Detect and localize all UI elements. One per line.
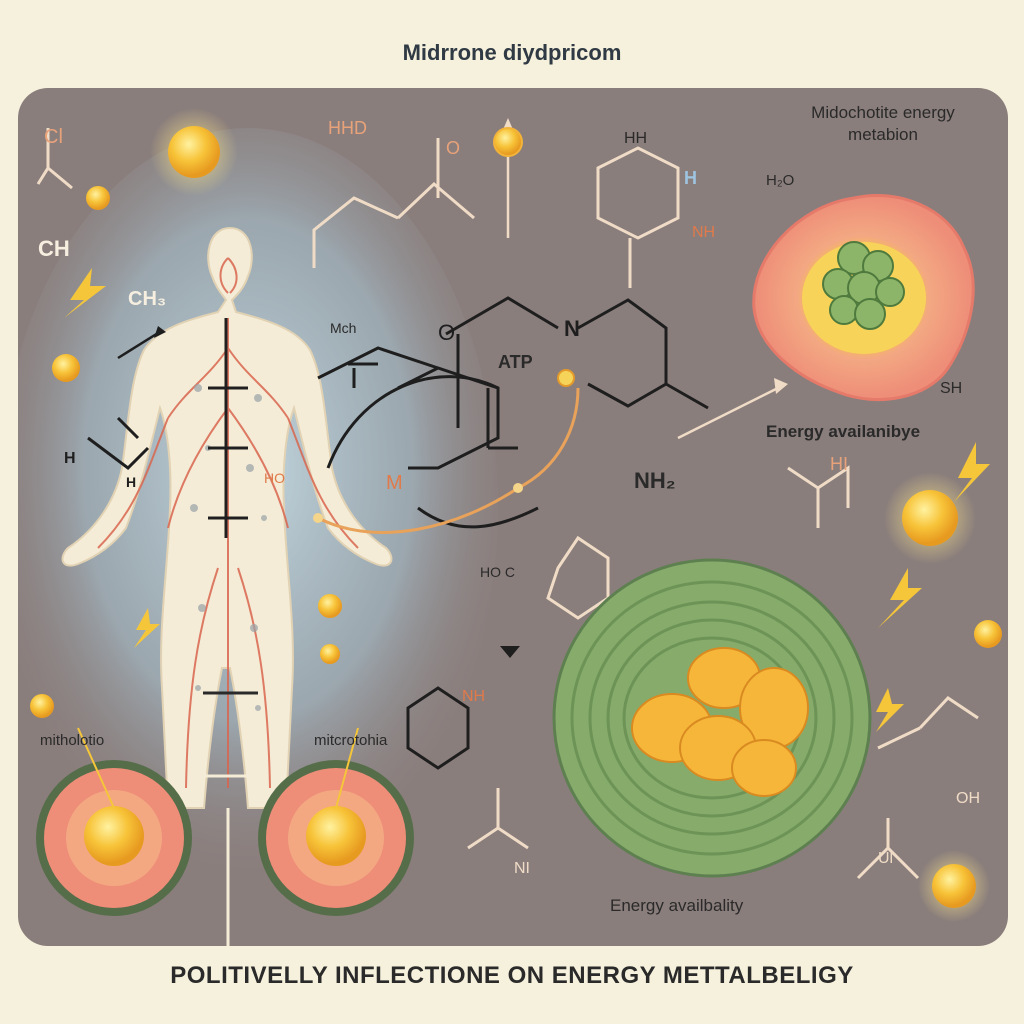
chem-label-m: M: [386, 472, 403, 494]
chem-label-nh2: NH₂: [634, 468, 676, 493]
chem-label-nh: NH: [692, 224, 716, 241]
chem-label-hi: HI: [830, 454, 848, 474]
energy-availability-top: Energy availanibye: [766, 422, 921, 441]
atp-label: ATP: [498, 352, 533, 372]
chem-label-h2o: H₂O: [766, 172, 795, 189]
mitochondria-cell-bottom: [552, 558, 872, 878]
small-cell-left: [36, 760, 192, 916]
chem-label-oh: OH: [956, 790, 980, 807]
energy-orbs: [30, 108, 1002, 922]
page-title: Midrrone diydpricom: [402, 40, 622, 65]
illustration-panel: Cl CH CH₃ HHD O HH H NH ATP N O Mch H HO…: [18, 88, 1008, 946]
mitochondria-cell-top: [752, 193, 975, 402]
chem-label-o-top: O: [446, 138, 461, 158]
mito-left-label: mitholotio: [40, 732, 105, 749]
chem-label-o-ring: O: [438, 320, 456, 345]
energy-path: [317, 387, 580, 534]
chem-label-n: N: [564, 316, 580, 341]
small-cell-right: [258, 760, 414, 916]
chem-label-sh: SH: [940, 380, 963, 397]
page-footer: POLITIVELLY INFLECTIONE ON ENERGY METTAL…: [170, 962, 854, 989]
diagram-canvas: [18, 88, 1008, 946]
chem-label-mch: Mch: [330, 320, 357, 336]
chem-label-h-right: H: [684, 168, 697, 188]
chem-label-h-left: H: [64, 450, 76, 467]
lightning-bolts: [64, 268, 990, 732]
energy-availability-bottom: Energy availbality: [610, 896, 744, 915]
chem-label-nh-bottom: NH: [462, 688, 486, 705]
chem-label-ul: Ul: [878, 850, 894, 867]
chem-label-hh: HH: [624, 130, 648, 147]
chem-label-h-lower: H: [126, 474, 137, 490]
human-figure: [61, 226, 393, 809]
chem-label-ch3: CH₃: [128, 288, 167, 310]
chem-label-ni: NI: [514, 860, 530, 877]
central-molecule: [87, 296, 709, 770]
chem-label-ho-c: HO C: [480, 564, 515, 580]
chem-label-ho: HO: [264, 470, 285, 486]
mito-cell-label: Midochotite energy metabion: [811, 103, 955, 144]
chem-label-ch: CH: [38, 236, 70, 261]
chem-structures: [36, 128, 979, 880]
chem-label-hhd: HHD: [328, 118, 367, 138]
chem-label-cl: Cl: [44, 126, 63, 148]
mito-right-label: mitcrotohia: [314, 732, 388, 749]
